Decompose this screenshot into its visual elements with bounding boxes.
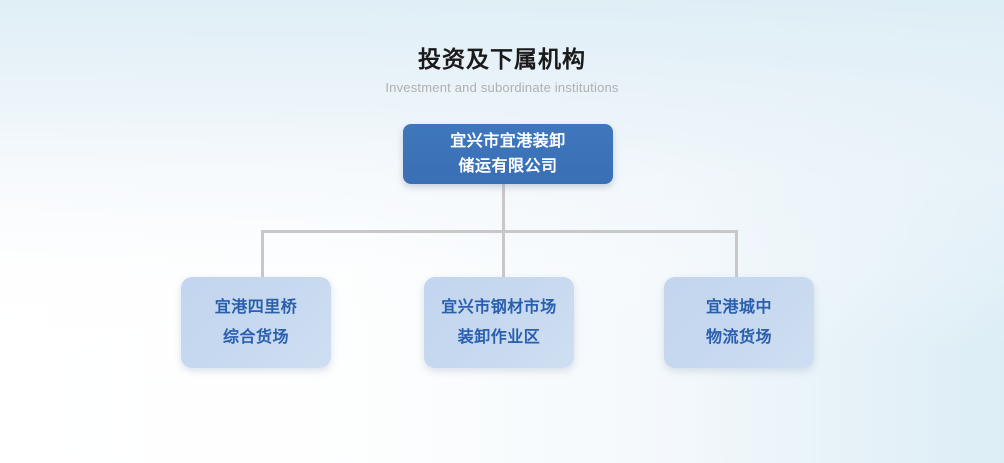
org-node-child-2[interactable]: 宜港城中 物流货场 <box>664 277 814 368</box>
org-node-child-0-line-2: 综合货场 <box>222 328 289 346</box>
org-node-root[interactable]: 宜兴市宜港装卸 储运有限公司 <box>403 124 613 184</box>
org-node-child-1[interactable]: 宜兴市钢材市场 装卸作业区 <box>424 277 574 368</box>
connector-horizontal-bus <box>261 230 738 233</box>
org-node-child-0[interactable]: 宜港四里桥 综合货场 <box>181 277 331 368</box>
connector-drop-left <box>261 230 264 280</box>
org-node-child-2-line-2: 物流货场 <box>705 328 772 346</box>
org-node-child-2-line-1: 宜港城中 <box>705 298 772 316</box>
org-node-root-line-2: 储运有限公司 <box>458 158 558 175</box>
org-node-child-0-line-1: 宜港四里桥 <box>214 298 298 316</box>
org-node-child-1-line-1: 宜兴市钢材市场 <box>441 298 557 316</box>
page-title: 投资及下属机构 <box>418 46 586 72</box>
org-node-root-line-1: 宜兴市宜港装卸 <box>450 133 566 150</box>
page-subtitle: Investment and subordinate institutions <box>385 80 619 95</box>
org-node-child-1-line-2: 装卸作业区 <box>457 328 541 346</box>
connector-drop-right <box>735 230 738 280</box>
page-heading: 投资及下属机构 Investment and subordinate insti… <box>0 44 1004 96</box>
